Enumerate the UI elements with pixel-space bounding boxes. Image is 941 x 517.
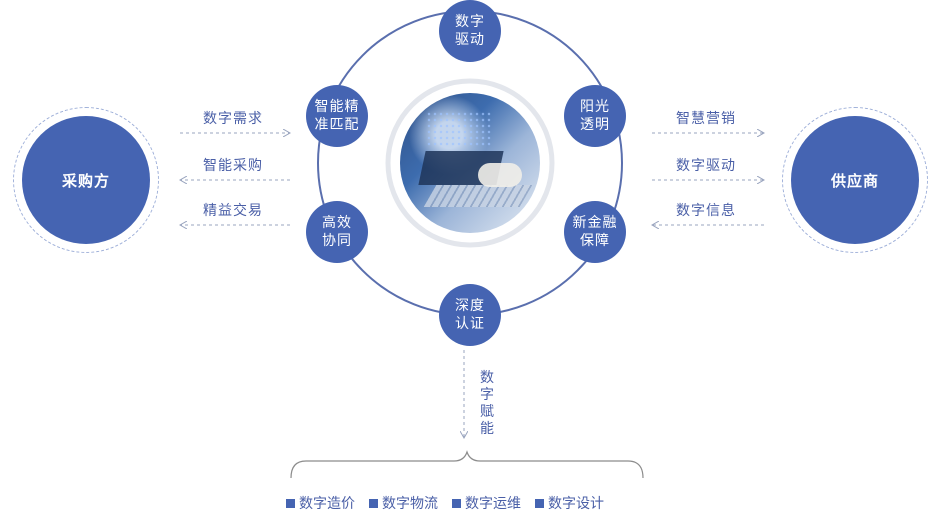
service-item: 数字运维 (452, 493, 521, 513)
service-item: 数字物流 (369, 493, 438, 513)
service-label: 数字物流 (382, 496, 438, 512)
flow-label-digital-info: 数字信息 (676, 203, 736, 219)
flow-label-digital-empower: 数字赋能 (480, 370, 494, 437)
keyboard-shape (423, 185, 533, 207)
screen-data-pattern (426, 111, 492, 147)
service-label: 数字造价 (299, 496, 355, 512)
supplier-ring (782, 107, 928, 253)
bullet-square-icon (369, 498, 378, 508)
bullet-square-icon (452, 498, 461, 508)
node-new-finance: 新金融 保障 (564, 201, 626, 263)
service-item: 数字造价 (286, 493, 355, 513)
node-smart-matching: 智能精 准匹配 (306, 85, 368, 147)
node-efficient-collab: 高效 协同 (306, 201, 368, 263)
bullet-square-icon (535, 498, 544, 508)
buyer-circle: 采购方 (22, 116, 150, 244)
bullet-square-icon (286, 498, 295, 508)
services-brace (290, 450, 644, 479)
flow-label-smart-purchase: 智能采购 (203, 158, 263, 174)
flow-label-digital-demand: 数字需求 (203, 111, 263, 127)
service-label: 数字设计 (548, 496, 604, 512)
flow-label-digital-drive: 数字驱动 (676, 158, 736, 174)
node-deep-certification: 深度 认证 (439, 284, 501, 346)
service-label: 数字运维 (465, 496, 521, 512)
hand-shape (478, 163, 522, 187)
laptop-photo (400, 93, 540, 233)
inner-ring (385, 78, 555, 248)
flow-label-smart-marketing: 智慧营销 (676, 111, 736, 127)
supplier-circle: 供应商 (791, 116, 919, 244)
services-list: 数字造价 数字物流 数字运维 数字设计 (286, 493, 656, 513)
flow-label-lean-trade: 精益交易 (203, 203, 263, 219)
node-digital-drive: 数字 驱动 (439, 0, 501, 62)
buyer-ring (13, 107, 159, 253)
node-transparency: 阳光 透明 (564, 85, 626, 147)
service-item: 数字设计 (535, 493, 604, 513)
